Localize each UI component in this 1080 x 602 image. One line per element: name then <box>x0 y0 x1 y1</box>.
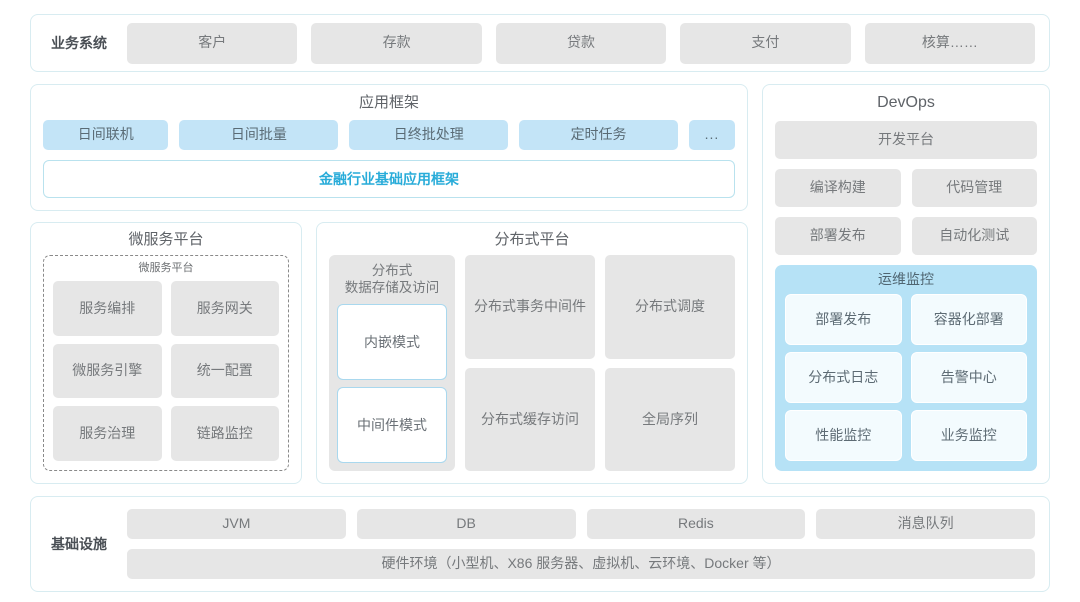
business-chip-customer[interactable]: 客户 <box>127 22 298 64</box>
infrastructure-layer: 基础设施 JVM DB Redis 消息队列 硬件环境（小型机、X86 服务器、… <box>30 496 1050 592</box>
microservice-platform-title: 微服务平台 <box>128 231 204 248</box>
distributed-storage-title-line2: 数据存储及访问 <box>344 280 440 296</box>
infra-chip-hardware-environment[interactable]: 硬件环境（小型机、X86 服务器、虚拟机、云环境、Docker 等） <box>127 549 1035 579</box>
distributed-platform-title: 分布式平台 <box>494 231 570 248</box>
base-application-framework-banner[interactable]: 金融行业基础应用框架 <box>43 160 735 198</box>
app-chip-more[interactable]: ... <box>689 120 735 150</box>
app-chip-daytime-batch[interactable]: 日间批量 <box>179 120 339 150</box>
micro-chip-microservice-engine[interactable]: 微服务引擎 <box>53 343 162 399</box>
micro-chip-unified-config[interactable]: 统一配置 <box>170 343 279 399</box>
storage-mode-embedded[interactable]: 内嵌模式 <box>337 303 447 380</box>
dist-chip-cache-access[interactable]: 分布式 缓存访问 <box>465 367 595 471</box>
distributed-platform-body: 分布式 数据存储及访问 内嵌模式 中间件模式 分布式 事务中间件 分布式调度 <box>329 255 735 471</box>
platform-column: 应用框架 日间联机 日间批量 日终批处理 定时任务 ... 金融行业基础应用框架… <box>30 84 748 484</box>
app-chip-eod-batch[interactable]: 日终批处理 <box>349 120 509 150</box>
microservice-platform-card: 微服务平台 微服务平台 服务编排 服务网关 微服务引擎 统一配置 服务治理 链路… <box>30 222 302 484</box>
devops-title: DevOps <box>877 94 935 111</box>
platform-row: 微服务平台 微服务平台 服务编排 服务网关 微服务引擎 统一配置 服务治理 链路… <box>30 222 748 484</box>
dist-chip-scheduling[interactable]: 分布式调度 <box>605 255 735 359</box>
distributed-storage-card[interactable]: 分布式 数据存储及访问 内嵌模式 中间件模式 <box>329 255 455 471</box>
micro-chip-service-gateway[interactable]: 服务网关 <box>170 281 279 336</box>
business-chip-payment[interactable]: 支付 <box>680 22 851 64</box>
ops-chip-distributed-log[interactable]: 分布式日志 <box>785 352 902 403</box>
ops-chip-deploy-release[interactable]: 部署发布 <box>785 294 902 345</box>
business-chip-deposit[interactable]: 存款 <box>311 22 482 64</box>
business-chip-accounting[interactable]: 核算…… <box>864 22 1036 64</box>
devops-card: DevOps 开发平台 编译构建 代码管理 部署发布 自动化测试 运维监控 部署… <box>762 84 1050 484</box>
business-system-chips: 客户 存款 贷款 支付 核算…… <box>127 22 1036 64</box>
infrastructure-hardware-row: 硬件环境（小型机、X86 服务器、虚拟机、云环境、Docker 等） <box>127 549 1035 579</box>
business-system-label: 业务系统 <box>51 35 107 51</box>
microservice-platform-inner-box: 微服务平台 服务编排 服务网关 微服务引擎 统一配置 服务治理 链路监控 <box>43 255 289 471</box>
micro-chip-service-governance[interactable]: 服务治理 <box>53 406 162 461</box>
infrastructure-chips: JVM DB Redis 消息队列 <box>127 509 1035 539</box>
infra-chip-jvm[interactable]: JVM <box>127 509 346 539</box>
devops-chip-compile-build[interactable]: 编译构建 <box>775 169 901 207</box>
dist-chip-cache-access-line2: 缓存访问 <box>523 410 579 427</box>
distributed-storage-title-line1: 分布式 <box>371 263 413 278</box>
devops-pair-build: 编译构建 代码管理 <box>775 169 1037 207</box>
devops-chip-deploy-release[interactable]: 部署发布 <box>775 217 901 255</box>
app-chip-scheduled-task[interactable]: 定时任务 <box>519 120 678 150</box>
business-system-layer: 业务系统 客户 存款 贷款 支付 核算…… <box>30 14 1050 72</box>
devops-pair-deploy: 部署发布 自动化测试 <box>775 217 1037 255</box>
microservice-platform-grid: 服务编排 服务网关 微服务引擎 统一配置 服务治理 链路监控 <box>53 281 279 461</box>
ops-monitoring-grid: 部署发布 容器化部署 分布式日志 告警中心 性能监控 业务监控 <box>785 294 1027 461</box>
infrastructure-label: 基础设施 <box>51 536 107 552</box>
business-chip-loan[interactable]: 贷款 <box>495 22 667 64</box>
dist-chip-transaction-middleware-line1: 分布式 <box>474 298 516 314</box>
devops-chip-automated-test[interactable]: 自动化测试 <box>911 217 1037 255</box>
dist-chip-global-sequence[interactable]: 全局序列 <box>605 367 735 471</box>
ops-monitoring-title: 运维监控 <box>878 271 934 287</box>
micro-chip-service-orchestration[interactable]: 服务编排 <box>53 281 162 336</box>
distributed-storage-title: 分布式 数据存储及访问 <box>337 262 447 297</box>
ops-chip-alert-center[interactable]: 告警中心 <box>910 352 1027 403</box>
devops-chip-dev-platform[interactable]: 开发平台 <box>775 121 1037 159</box>
ops-chip-performance-monitor[interactable]: 性能监控 <box>785 410 902 461</box>
application-framework-title: 应用框架 <box>358 94 419 111</box>
microservice-platform-inner-title: 微服务平台 <box>138 262 194 274</box>
ops-chip-business-monitor[interactable]: 业务监控 <box>910 410 1027 461</box>
micro-chip-trace-monitoring[interactable]: 链路监控 <box>170 406 279 461</box>
infra-chip-db[interactable]: DB <box>356 509 576 539</box>
application-framework-card: 应用框架 日间联机 日间批量 日终批处理 定时任务 ... 金融行业基础应用框架 <box>30 84 748 211</box>
infrastructure-content: JVM DB Redis 消息队列 硬件环境（小型机、X86 服务器、虚拟机、云… <box>127 509 1035 579</box>
distributed-platform-grid: 分布式 事务中间件 分布式调度 分布式 缓存访问 全局序列 <box>465 255 735 471</box>
ops-monitoring-panel: 运维监控 部署发布 容器化部署 分布式日志 告警中心 性能监控 业务监控 <box>775 265 1037 471</box>
middle-layer: 应用框架 日间联机 日间批量 日终批处理 定时任务 ... 金融行业基础应用框架… <box>30 84 1050 484</box>
devops-chip-code-management[interactable]: 代码管理 <box>911 169 1037 207</box>
application-framework-chips: 日间联机 日间批量 日终批处理 定时任务 ... <box>43 120 735 150</box>
app-chip-daytime-online[interactable]: 日间联机 <box>43 120 169 150</box>
infra-chip-redis[interactable]: Redis <box>586 509 806 539</box>
ops-chip-container-deploy[interactable]: 容器化部署 <box>910 294 1027 345</box>
infra-chip-message-queue[interactable]: 消息队列 <box>816 509 1035 539</box>
storage-mode-middleware[interactable]: 中间件模式 <box>337 386 447 463</box>
distributed-platform-card: 分布式平台 分布式 数据存储及访问 内嵌模式 中间件模式 <box>316 222 748 484</box>
dist-chip-cache-access-line1: 分布式 <box>481 410 523 427</box>
dist-chip-transaction-middleware[interactable]: 分布式 事务中间件 <box>465 255 595 359</box>
dist-chip-transaction-middleware-line2: 事务中间件 <box>516 298 586 314</box>
